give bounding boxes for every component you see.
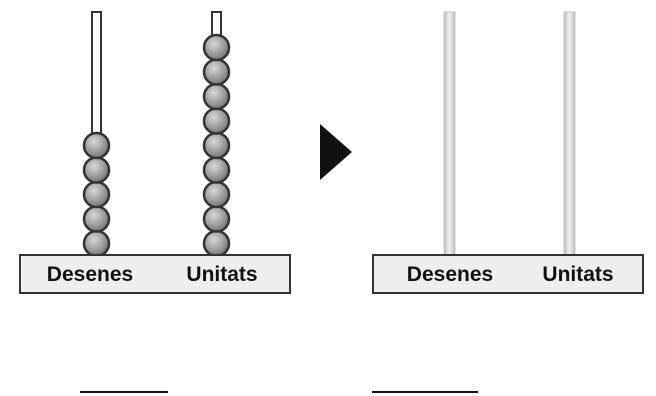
units-rod [563, 11, 576, 256]
bead [202, 156, 231, 184]
bead [202, 131, 231, 160]
bead [202, 82, 231, 111]
bead [202, 180, 231, 209]
abacus-right: Desenes Unitats [372, 11, 644, 294]
right-triangle-arrow-icon [320, 124, 352, 180]
bead [82, 131, 111, 160]
abacus-base [19, 254, 291, 294]
units-label: Unitats [186, 263, 257, 286]
bead [202, 205, 231, 233]
abacus-base [372, 254, 644, 294]
tens-label: Desenes [47, 263, 133, 286]
bead [202, 229, 231, 258]
bead [82, 229, 111, 258]
bead [202, 33, 231, 62]
bead [202, 58, 231, 86]
bead [82, 205, 111, 233]
tens-rod [443, 11, 456, 256]
tens-beads [82, 131, 111, 258]
abacus-left: Desenes Unitats [19, 11, 291, 294]
bead [202, 107, 231, 135]
units-beads [202, 33, 231, 258]
bead [82, 156, 111, 184]
tens-label: Desenes [407, 263, 493, 286]
units-label: Unitats [542, 263, 613, 286]
bead [82, 180, 111, 209]
